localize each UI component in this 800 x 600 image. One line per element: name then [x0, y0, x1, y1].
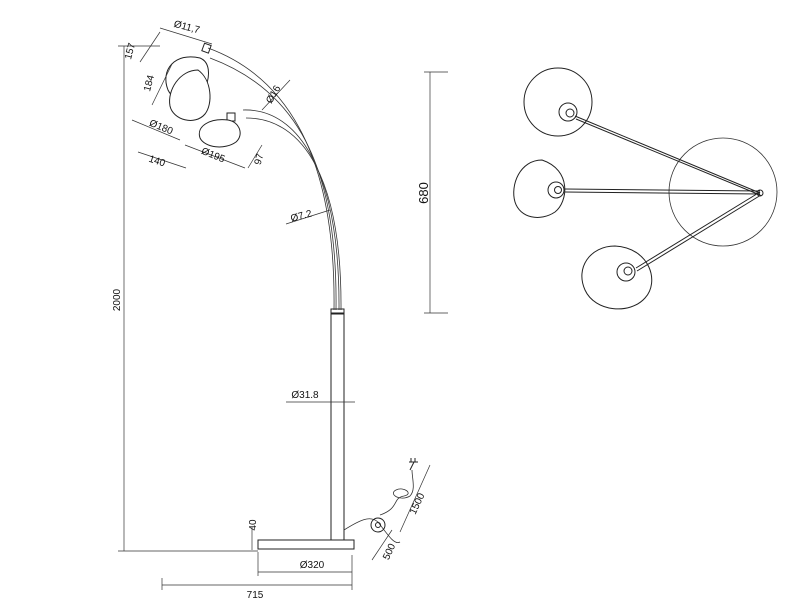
fitting-top [201, 42, 212, 54]
top-view-arm-2b [564, 191, 761, 195]
dim-line-arm [285, 209, 331, 225]
lamp-arm-2 [209, 57, 337, 311]
label-base-height: 40 [248, 519, 259, 531]
label-shade-offset: 140 [147, 154, 167, 170]
side-view: 2000 715 Ø320 40 Ø31.8 Ø7.2 Ø16 Ø11,7 15… [112, 19, 431, 600]
dim-line-140 [137, 151, 187, 169]
label-arm-diameter: Ø7.2 [289, 208, 313, 224]
dim-line-97 [247, 144, 263, 169]
dim-line-180 [131, 119, 181, 141]
top-view-socket-1-inner [565, 108, 575, 118]
top-view-pole [756, 189, 764, 197]
lamp-arm-1 [207, 47, 335, 311]
label-drop: 97 [253, 152, 267, 166]
top-view-shade-3 [581, 245, 653, 310]
label-shade-diameter-a: Ø180 [148, 118, 175, 138]
dim-line-500 [371, 529, 393, 561]
lamp-pole [330, 312, 345, 541]
top-view-socket-2-inner [554, 186, 562, 194]
foot-switch-button [375, 522, 381, 528]
dim-line-157 [139, 31, 161, 63]
top-view-base [668, 137, 778, 247]
lamp-arm-3 [242, 109, 340, 311]
label-arm-top-diameter: Ø16 [264, 83, 283, 105]
top-view-socket-1 [558, 102, 578, 122]
top-view-shade-2 [513, 159, 566, 218]
dim-line-195 [184, 144, 246, 169]
top-view-arm-1b [575, 118, 761, 196]
label-base-width: 715 [247, 590, 264, 600]
pole-collar [330, 308, 345, 315]
top-view-arm-3 [635, 191, 761, 269]
dim-line-16 [261, 79, 291, 111]
label-fitting-diameter: Ø11,7 [172, 19, 201, 37]
dim-line-184 [151, 63, 173, 106]
shade-lower [198, 119, 241, 148]
label-total-height: 2000 [112, 288, 123, 311]
top-view-socket-2 [547, 181, 565, 199]
top-view-arm-2 [564, 188, 761, 192]
arc-height-dimension: 680 [416, 71, 448, 314]
cable-coil [379, 469, 414, 516]
top-view-socket-3-inner [623, 266, 633, 276]
top-view-arm-1 [574, 115, 761, 194]
label-base-diameter: Ø320 [300, 560, 325, 571]
top-view-arm-3b [636, 194, 762, 272]
foot-switch [370, 517, 386, 533]
shade-middle [169, 69, 211, 121]
dim-line-1500 [399, 464, 431, 533]
label-shade-diameter-b: Ø195 [200, 146, 227, 166]
label-fitting-length: 157 [123, 41, 138, 60]
plug-icon [409, 458, 418, 471]
label-shade-height: 184 [142, 73, 157, 92]
label-switch-distance: 500 [381, 542, 398, 562]
label-pole-diameter: Ø31.8 [291, 390, 319, 401]
lamp-base [257, 539, 355, 550]
lamp-arm-4 [245, 117, 342, 311]
top-view [513, 67, 778, 310]
top-view-shade-1 [523, 67, 593, 137]
dim-line-fitting [159, 27, 213, 45]
label-arc-height: 680 [416, 182, 431, 204]
top-view-socket-3 [616, 262, 636, 282]
